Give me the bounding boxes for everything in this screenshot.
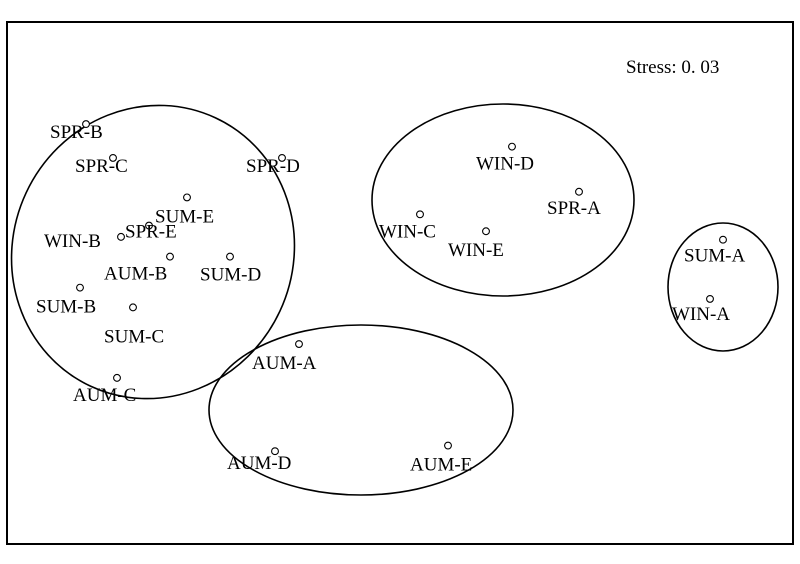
point-spr-a bbox=[575, 187, 583, 196]
cluster-ellipses bbox=[10, 103, 779, 496]
point-label-sum-a: SUM-A bbox=[684, 246, 746, 267]
point-label-sum-d: SUM-D bbox=[200, 265, 261, 286]
point-sum-a bbox=[719, 235, 727, 244]
point-sum-e bbox=[183, 193, 191, 202]
point-label-aum-b: AUM-B bbox=[104, 264, 167, 285]
point-aum-c bbox=[113, 373, 121, 382]
point-spr-b bbox=[82, 120, 90, 129]
point-label-aum-c: AUM-C bbox=[73, 385, 136, 406]
point-aum-d bbox=[271, 447, 279, 456]
data-points: SPR-B SPR-C SPR-D SUM-E WIN-B SPR-E AUM-B SUM-D… bbox=[36, 120, 746, 476]
point-spr-d bbox=[278, 153, 286, 162]
point-win-b bbox=[117, 232, 125, 241]
point-label-win-b: WIN-B bbox=[44, 231, 101, 252]
cluster-ellipse-winter bbox=[371, 103, 635, 297]
point-sum-b bbox=[76, 283, 84, 292]
plot-frame bbox=[6, 21, 794, 545]
point-spr-c bbox=[109, 153, 117, 162]
point-sum-c bbox=[129, 303, 137, 312]
point-aum-a bbox=[295, 340, 303, 348]
point-label-sum-e: SUM-E bbox=[155, 206, 214, 227]
point-label-spr-c: SPR-C bbox=[75, 156, 128, 177]
stress-annotation: Stress: 0. 03 bbox=[626, 57, 719, 78]
point-spr-e bbox=[145, 221, 153, 230]
point-win-e bbox=[482, 227, 490, 236]
point-win-a bbox=[706, 294, 714, 303]
point-label-spr-d: SPR-D bbox=[246, 156, 300, 177]
point-label-spr-e: SPR-E bbox=[125, 222, 177, 243]
point-label-win-c: WIN-C bbox=[379, 221, 436, 242]
cluster-ellipse-sum-a-win-a bbox=[667, 222, 779, 352]
cluster-ellipse-spring-summer bbox=[10, 104, 296, 400]
point-label-sum-c: SUM-C bbox=[104, 326, 164, 347]
point-label-win-a: WIN-A bbox=[672, 304, 730, 325]
point-aum-e bbox=[444, 441, 452, 450]
point-label-aum-d: AUM-D bbox=[227, 453, 291, 474]
point-aum-b bbox=[166, 252, 174, 261]
point-label-win-d: WIN-D bbox=[476, 154, 534, 175]
point-sum-d bbox=[226, 252, 234, 261]
point-label-aum-a: AUM-A bbox=[252, 353, 317, 374]
point-win-d bbox=[508, 142, 516, 151]
point-label-spr-b: SPR-B bbox=[50, 122, 103, 143]
point-label-spr-a: SPR-A bbox=[547, 198, 601, 219]
point-win-c bbox=[416, 210, 424, 219]
point-label-sum-b: SUM-B bbox=[36, 297, 96, 318]
point-label-win-e: WIN-E bbox=[448, 240, 504, 261]
point-label-aum-e: AUM-E bbox=[410, 455, 472, 476]
cluster-ellipse-autumn bbox=[208, 324, 514, 496]
